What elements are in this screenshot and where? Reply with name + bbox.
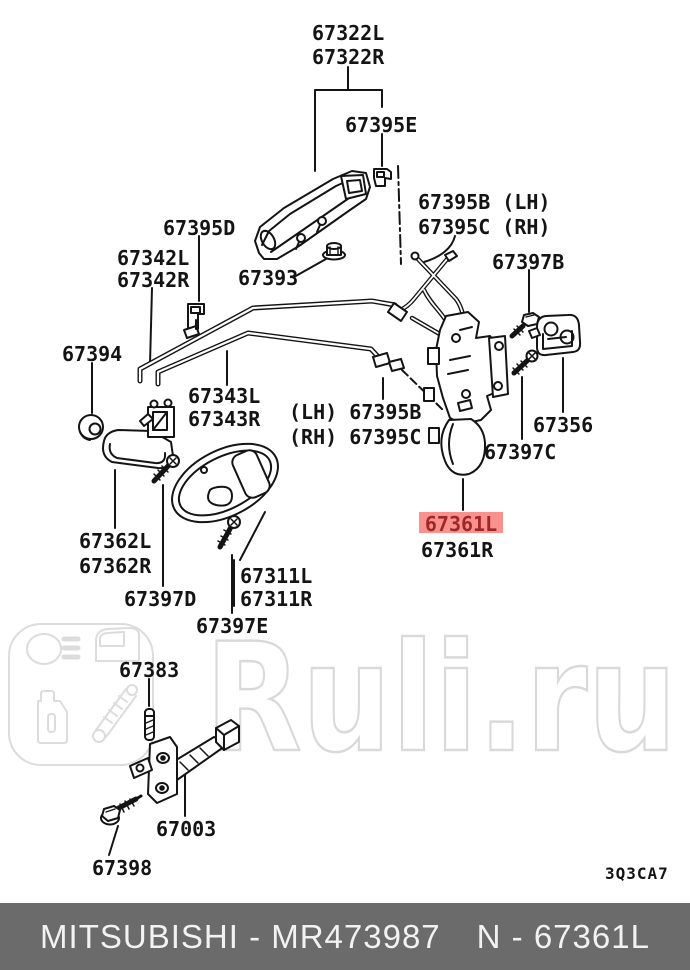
highlighted-part-label-67361L: 67361L (419, 512, 503, 536)
part-label-67393: 67393 (238, 266, 299, 290)
part-label-67342L: 67342L (117, 246, 190, 270)
oil-can-icon (37, 690, 68, 744)
part-label-67003: 67003 (156, 817, 217, 841)
footer-ref: N - 67361L (476, 917, 650, 955)
part-label-67311R: 67311R (240, 587, 313, 611)
part-label-67395D: 67395D (163, 216, 236, 240)
clip-67395BC-drawing (372, 352, 405, 372)
lock-assembly-drawing (423, 311, 509, 476)
part-label-67342R: 67342R (117, 268, 190, 292)
check-link-67003-drawing (129, 719, 240, 804)
striker-67356-drawing (528, 313, 582, 357)
headlight-icon (26, 633, 81, 665)
part-label-67397C: 67397C (484, 440, 557, 464)
screw-67397E-drawing (217, 515, 241, 550)
part-label-RH-67395C: (RH) 67395C (289, 425, 422, 449)
nut-67393-drawing (322, 242, 346, 261)
part-label-67343R: 67343R (188, 407, 261, 431)
watermark-text: Ruli.ru (205, 612, 677, 786)
part-label-67395C-RH: 67395C (RH) (418, 215, 551, 239)
part-label-67394: 67394 (62, 342, 123, 366)
screw-67397D-drawing (151, 454, 180, 484)
bolt-67397B-drawing (509, 312, 540, 339)
watermark-logo-frame (8, 623, 154, 766)
pin-67383-drawing (144, 708, 155, 741)
inside-handle-drawing (102, 398, 175, 470)
grommet-67394-drawing (78, 414, 104, 441)
part-label-67395E: 67395E (345, 113, 418, 137)
clip-67395D-drawing (183, 303, 205, 339)
shock-absorber-icon (92, 684, 138, 743)
part-label-67398: 67398 (92, 856, 153, 880)
leader-lines (91, 66, 564, 856)
part-label-67322L: 67322L (312, 21, 385, 45)
part-label-LH-67395B: (LH) 67395B (289, 400, 422, 424)
bolt-67398-drawing (100, 794, 143, 826)
footer-bar: MITSUBISHI - MR473987 N - 67361L (0, 903, 690, 970)
part-label-67362R: 67362R (79, 554, 152, 578)
clip-67395E-drawing (373, 168, 392, 187)
part-label-67395B-LH: 67395B (LH) (418, 190, 551, 214)
part-label-67383: 67383 (119, 658, 180, 682)
bezel-67311-drawing (171, 442, 279, 524)
rods-67343-drawing (137, 298, 398, 387)
part-label-67361R: 67361R (421, 538, 494, 562)
part-label-67343L: 67343L (188, 384, 261, 408)
drawing-code: 3Q3CA7 (605, 864, 669, 883)
diagram-line-art: Ruli.ru (8, 66, 678, 856)
part-label-67397E: 67397E (196, 614, 269, 638)
part-label-67322R: 67322R (312, 45, 385, 69)
outside-handle-drawing (254, 170, 371, 260)
part-label-67356: 67356 (533, 413, 594, 437)
part-label-67397D: 67397D (124, 587, 197, 611)
car-door-icon (95, 627, 140, 662)
part-label-67397B: 67397B (492, 250, 565, 274)
screw-67397C-drawing (511, 349, 539, 376)
part-label-67311L: 67311L (240, 564, 313, 588)
footer-brand-part: MITSUBISHI - MR473987 (40, 917, 441, 955)
watermark-logo (8, 623, 154, 766)
part-label-67362L: 67362L (79, 529, 152, 553)
